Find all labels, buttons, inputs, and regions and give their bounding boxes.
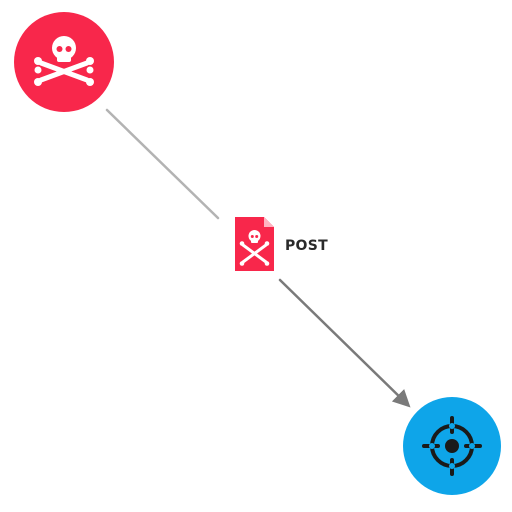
crosshair-icon [422,416,482,476]
malicious-document-icon[interactable] [235,217,274,271]
edge-line-document-to-target [278,278,411,408]
attacker-node[interactable] [14,12,114,112]
target-node[interactable] [403,397,501,495]
skull-crossbones-icon [34,36,94,86]
edge-method-label: POST [285,238,328,254]
edge-line-attacker-to-document [105,108,220,220]
